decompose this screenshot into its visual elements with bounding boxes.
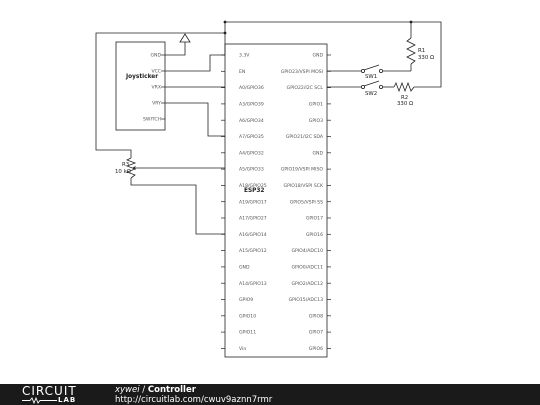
- r3-name: R3: [122, 162, 129, 168]
- joystick-pin-label: VCC: [151, 69, 161, 75]
- esp32-left-pin-label: A7/GPIO35: [239, 134, 264, 140]
- circuitlab-logo: CIRCUIT LAB: [22, 385, 92, 404]
- byline-separator: /: [139, 385, 148, 395]
- esp32-left-pin-label: A6/GPIO34: [239, 118, 264, 124]
- esp32-right-pin-label: GPIO23/VSPI MOSI: [281, 69, 323, 75]
- r2-name: R2: [401, 95, 408, 101]
- esp32-right-pin-label: GPIO18/VSPI SCK: [284, 183, 324, 189]
- esp32-right-pin-label: GPIO2/ADC12: [291, 281, 323, 287]
- esp32-right-pin-label: GPIO4/ADC10: [291, 248, 323, 254]
- footer: CIRCUIT LAB xywei / Controller http://ci…: [0, 384, 540, 405]
- logo-bottom-text: LAB: [58, 396, 77, 404]
- esp32-left-pin-label: A0/GPIO36: [239, 85, 264, 91]
- wires: [95, 21, 442, 235]
- esp32-left-pin-label: 3.3V: [239, 53, 250, 59]
- esp32-right-pin-label: GPIO3: [309, 118, 323, 124]
- logo-top-text: CIRCUIT: [22, 384, 77, 398]
- esp32-left-pin-label: Vin: [239, 346, 246, 352]
- esp32-right-pin-label: GPIO7: [309, 330, 323, 336]
- esp32-right-pins: GND GPIO23/VSPI MOSI GPIO22/I2C SCL GPIO1GP…: [281, 53, 331, 352]
- schematic: ESP32 3.3V EN A0/GPIO36A3/GPIO39A6/GPIO34A…: [95, 20, 442, 358]
- circuit-title: Controller: [147, 385, 196, 395]
- esp32-left-pin-label: A4/GPIO32: [239, 150, 264, 156]
- esp32-right-pin-label: GND: [312, 150, 323, 156]
- esp32-right-pin-label: GPIO6: [309, 346, 323, 352]
- switch-sw1: [360, 64, 383, 74]
- joystick-label: Joysticker: [125, 74, 158, 80]
- esp32-left-pin-label: GPIO10: [239, 313, 256, 319]
- esp32-left-pin-label: A18/GPIO25: [239, 183, 267, 189]
- r1-value: 330 Ω: [418, 55, 434, 61]
- esp32-right-pin-label: GPIO17: [306, 216, 323, 222]
- esp32-right-pin-label: GND: [312, 53, 323, 59]
- joystick-pin-label: VRY: [152, 101, 161, 107]
- r3-value: 10 kΩ: [115, 169, 131, 175]
- joystick-body: [115, 41, 166, 131]
- esp32-left-pin-label: A19/GPIO17: [239, 199, 267, 205]
- esp32-left-pin-label: A5/GPIO33: [239, 167, 264, 173]
- esp32-right-pin-label: GPIO0/ADC11: [291, 265, 323, 271]
- esp32-left-pin-label: A16/GPIO14: [239, 232, 267, 238]
- esp32-left-pin-label: A17/GPIO27: [239, 216, 267, 222]
- esp32-label: ESP32: [244, 188, 264, 194]
- esp32-left-pin-label: GPIO9: [239, 297, 253, 303]
- joystick-pin-label: GND: [150, 53, 161, 59]
- esp32-right-pin-label: GPIO22/I2C SCL: [287, 85, 324, 91]
- esp32-body: [224, 43, 328, 358]
- esp32-right-pin-label: GPIO21/I2C SDA: [286, 134, 324, 140]
- esp32-left-pin-label: A14/GPIO13: [239, 281, 267, 287]
- esp32-left-pin-label: GND: [239, 265, 250, 271]
- circuit-url-link[interactable]: http://circuitlab.com/cwuv9aznn7rmr: [115, 395, 273, 405]
- author-link[interactable]: xywei: [115, 385, 140, 395]
- esp32-right-pin-label: GPIO16: [306, 232, 323, 238]
- esp32-right-pin-label: GPIO19/VSPI MISO: [281, 167, 324, 173]
- logo-wave-icon: [22, 397, 57, 404]
- esp32-left-pin-label: EN: [239, 69, 245, 75]
- resistor-r2: [393, 81, 415, 93]
- esp32-left-pin-label: GPIO11: [239, 330, 256, 336]
- joystick-pin-label: VRX: [152, 85, 161, 91]
- byline: xywei / Controller: [115, 385, 196, 395]
- esp32-left-pin-label: A3/GPIO39: [239, 102, 264, 108]
- ground-symbol-icon: [179, 33, 191, 43]
- potentiometer-r3: [125, 157, 137, 179]
- esp32-left-pins: 3.3V EN A0/GPIO36A3/GPIO39A6/GPIO34A7/GPIO…: [221, 53, 267, 352]
- esp32-right-pin-label: GPIO1: [309, 102, 323, 108]
- esp32-right-pin-label: GPIO5/VSPI SS: [290, 199, 323, 205]
- sw1-label: SW1: [365, 74, 377, 80]
- junction-dots: [223, 20, 413, 35]
- resistor-r1: [406, 37, 416, 65]
- esp32-left-pin-label: A15/GPIO12: [239, 248, 267, 254]
- esp32-right-pin-label: GPIO8: [309, 313, 323, 319]
- r2-value: 330 Ω: [397, 101, 413, 107]
- sw2-label: SW2: [365, 91, 377, 97]
- joystick-pins: GND VCC VRX VRY SWITCH: [143, 53, 165, 123]
- switch-sw2: [360, 80, 383, 90]
- esp32-right-pin-label: GPIO15/ADC13: [289, 297, 324, 303]
- joystick-pin-label: SWITCH: [143, 117, 161, 123]
- r1-name: R1: [418, 48, 425, 54]
